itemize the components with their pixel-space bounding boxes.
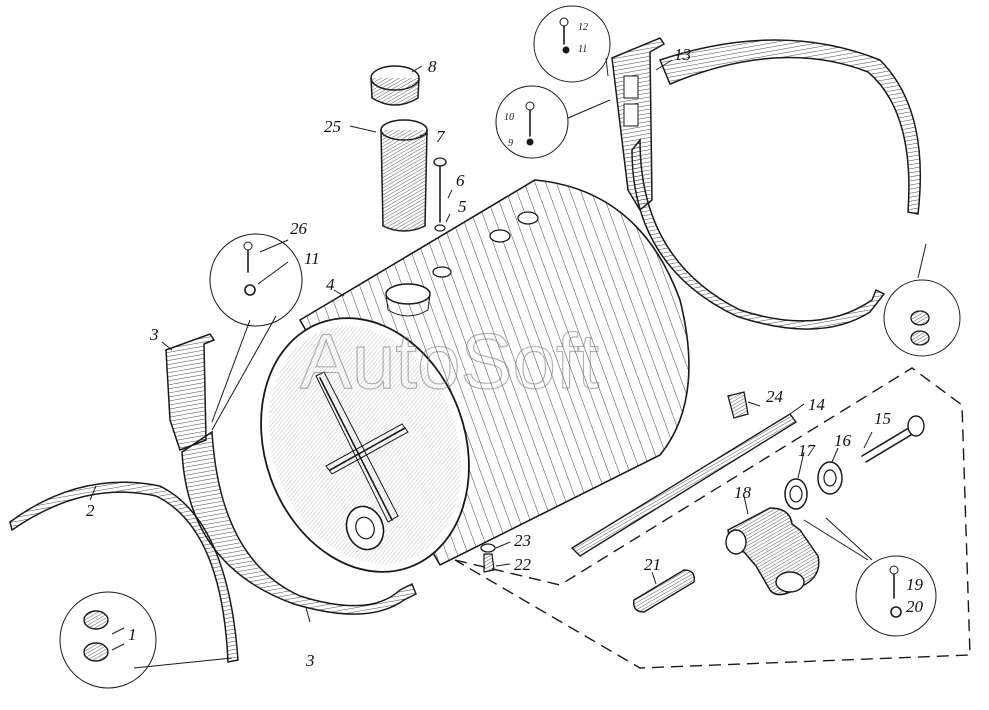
- right-bracket: [611, 37, 666, 212]
- detail-circle-top: [533, 5, 611, 83]
- filler-cap: [370, 65, 420, 106]
- callout-13: 13: [674, 45, 691, 64]
- callout-12: 12: [578, 22, 588, 33]
- callout-21: 21: [644, 555, 661, 574]
- callout-3-bottom: 3: [305, 651, 315, 670]
- callout-9: 9: [508, 138, 513, 149]
- detail-circle-1: [59, 591, 157, 689]
- left-bracket: [165, 333, 216, 451]
- pin-21: [633, 569, 695, 613]
- detail-circle-19: [855, 555, 937, 637]
- callout-2: 2: [86, 501, 95, 520]
- callout-25: 25: [324, 117, 341, 136]
- drain-plug: [480, 543, 496, 573]
- callout-11-left: 11: [304, 249, 320, 268]
- callout-17: 17: [798, 441, 817, 460]
- callout-7: 7: [436, 127, 446, 146]
- callout-10: 10: [504, 112, 514, 123]
- fuel-line: [570, 413, 798, 557]
- callout-3-top: 3: [149, 325, 159, 344]
- washer-17: [784, 478, 808, 510]
- callout-8: 8: [428, 57, 437, 76]
- callout-5: 5: [458, 197, 467, 216]
- right-strap: [631, 39, 922, 330]
- drain-valve: [725, 507, 820, 596]
- filler-strainer: [380, 119, 428, 232]
- callout-23: 23: [514, 531, 531, 550]
- callout-20: 20: [906, 597, 924, 616]
- detail-circle-26: [209, 233, 303, 327]
- callout-26: 26: [290, 219, 308, 238]
- callout-18: 18: [734, 483, 752, 502]
- callout-15: 15: [874, 409, 891, 428]
- left-strap: [9, 481, 239, 663]
- washer-16: [817, 461, 843, 495]
- leader-lines: [89, 57, 927, 669]
- callout-4: 4: [326, 275, 335, 294]
- lower-strap: [181, 430, 417, 615]
- callout-14: 14: [808, 395, 826, 414]
- callout-labels: 1 2 3 3 4 5 6 7 8 9 10 11 11 12 13 14 15…: [86, 22, 924, 670]
- fuel-gauge-sender: [433, 157, 447, 232]
- callout-24: 24: [766, 387, 784, 406]
- fuel-tank: [260, 179, 690, 573]
- callout-22: 22: [514, 555, 532, 574]
- hardware-group-outline: [454, 367, 971, 669]
- callout-1: 1: [128, 625, 137, 644]
- callout-19: 19: [906, 575, 924, 594]
- callout-11-top: 11: [578, 44, 587, 55]
- fitting-24: [727, 391, 749, 419]
- detail-circle-right: [883, 279, 961, 357]
- bolt-15: [861, 415, 925, 463]
- watermark: AutoSoft: [300, 317, 600, 405]
- callout-16: 16: [834, 431, 852, 450]
- callout-6: 6: [456, 171, 465, 190]
- detail-circle-mid: [495, 85, 569, 159]
